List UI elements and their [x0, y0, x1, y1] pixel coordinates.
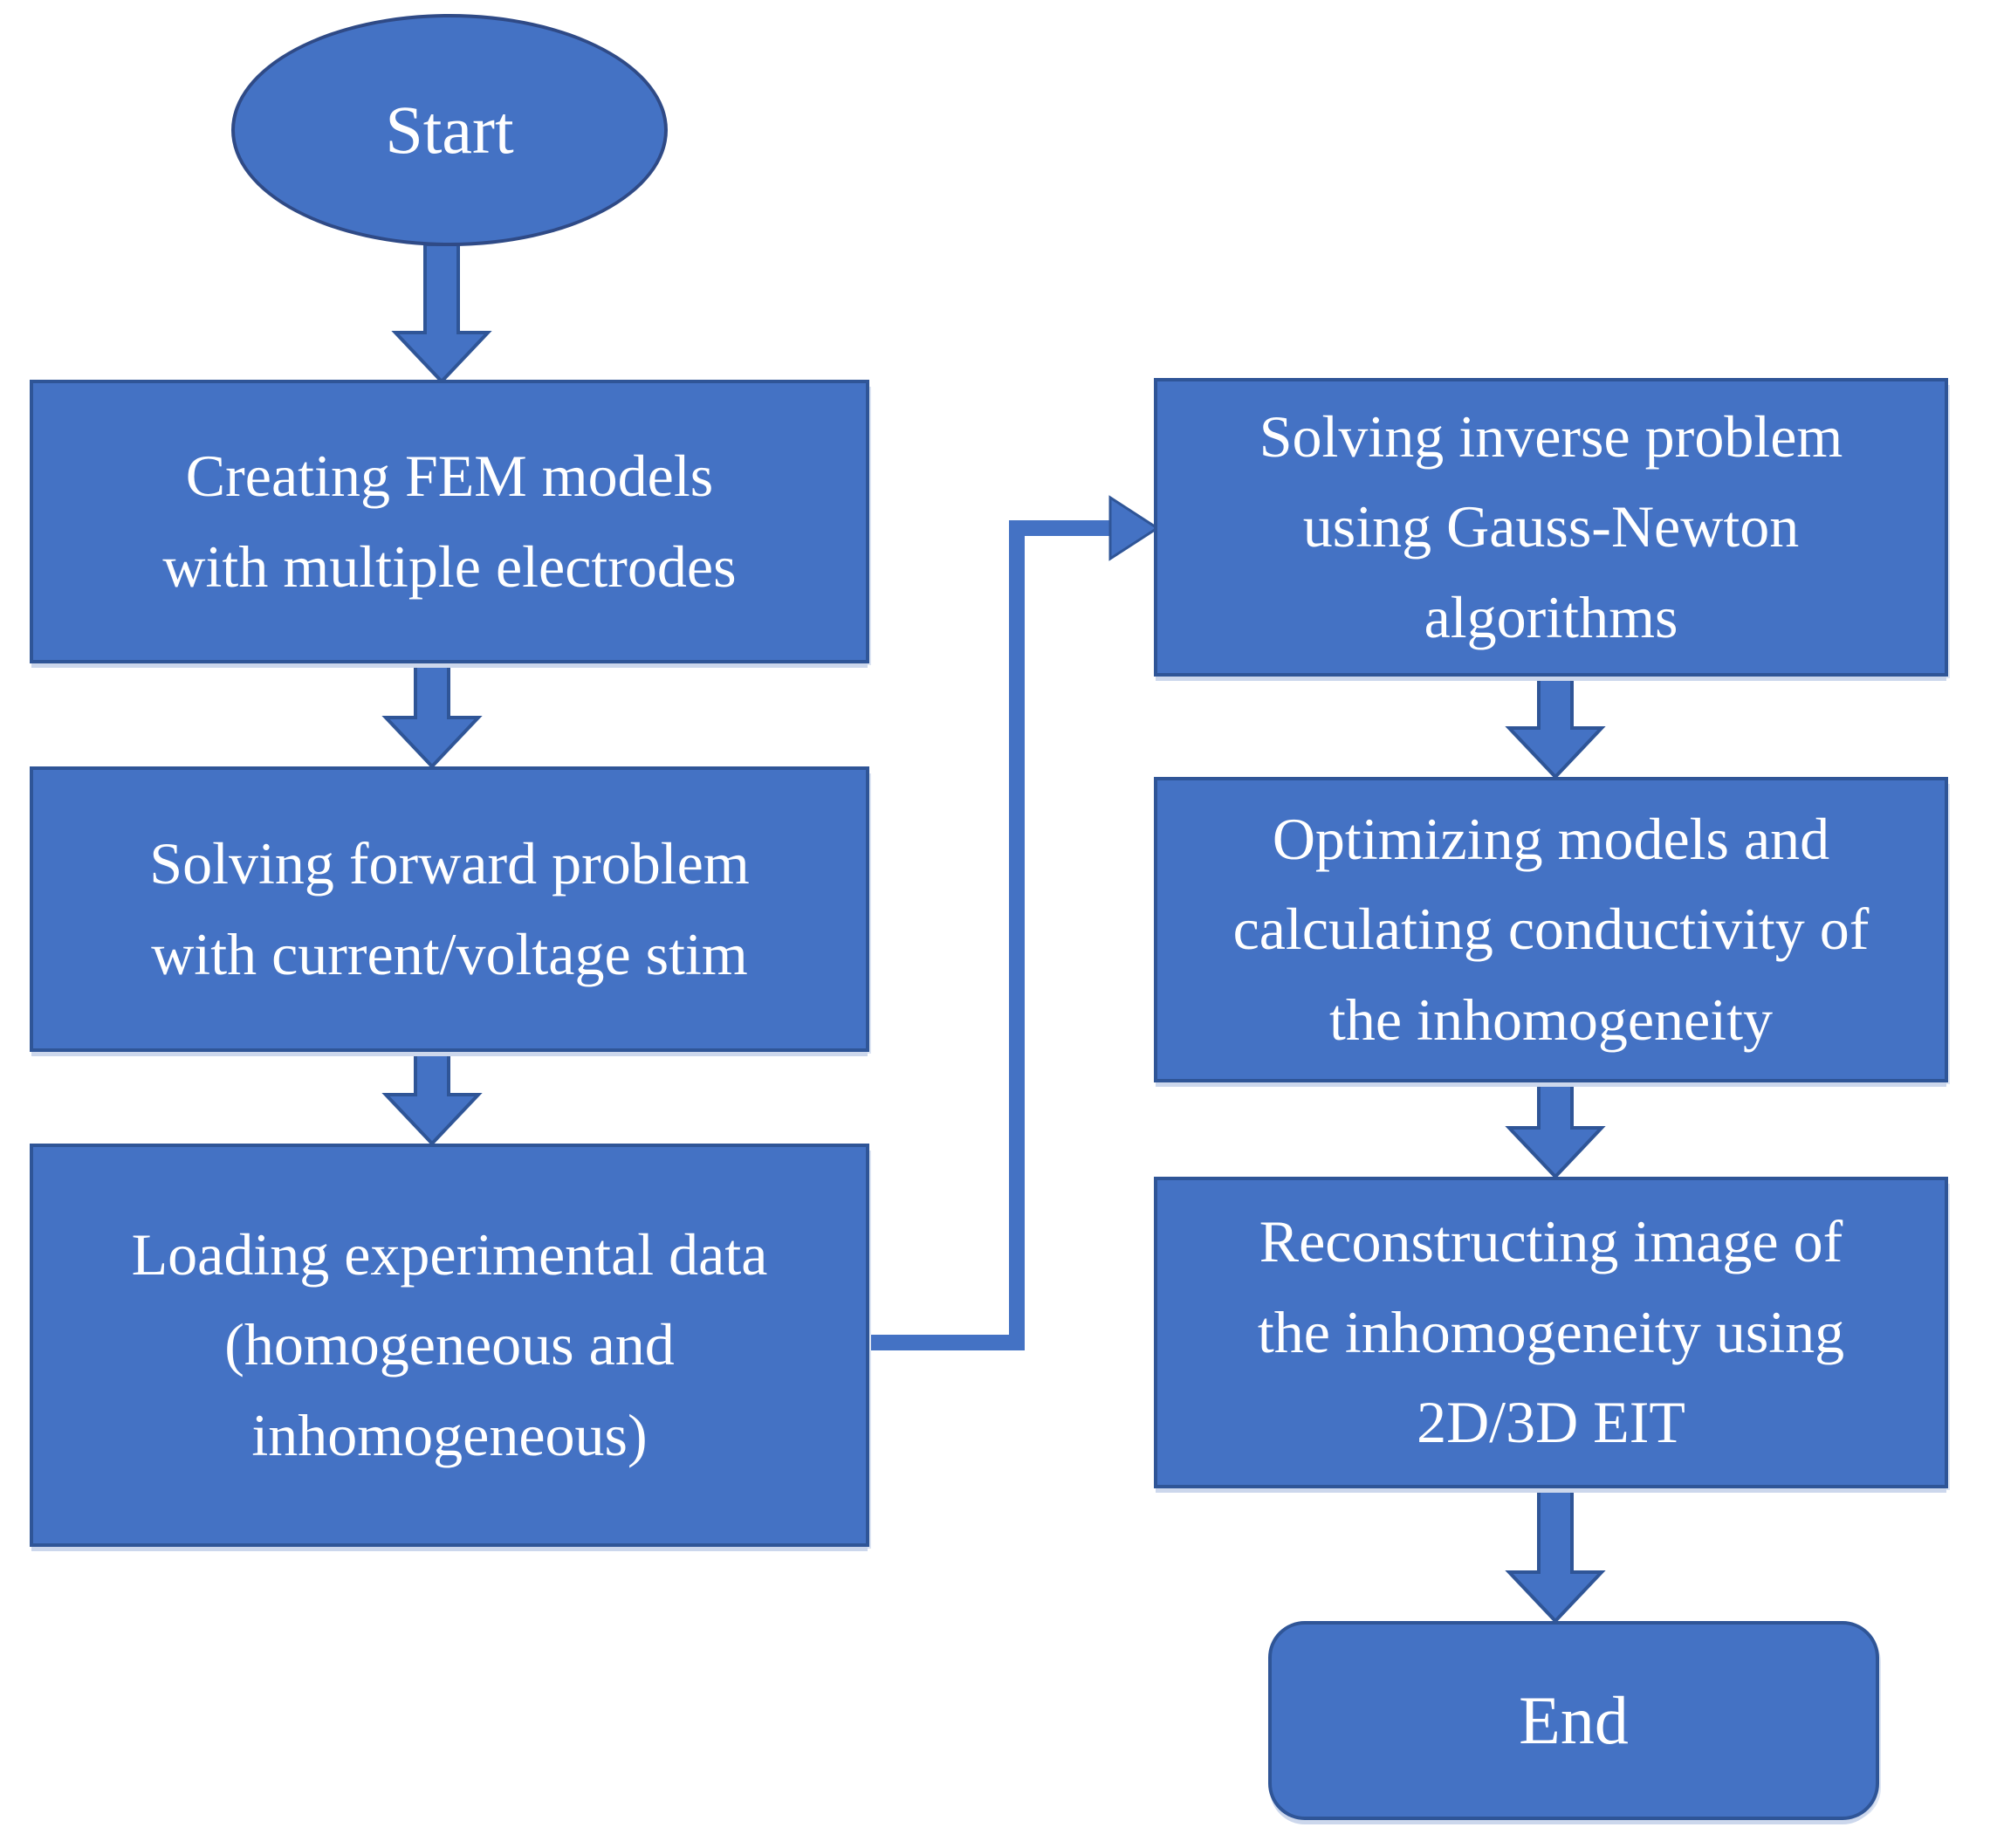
arrow-start-to-creating-fem [391, 243, 492, 384]
end-node-label: End [1519, 1682, 1629, 1759]
arrow-reconstructing-to-end [1505, 1488, 1606, 1624]
node-loading-experimental-data-label: Loading experimental data (homogeneous a… [131, 1220, 768, 1468]
arrow-forward-to-loading [381, 1052, 483, 1146]
node-optimizing-models: Optimizing models and calculating conduc… [1154, 777, 1948, 1082]
node-reconstructing-image: Reconstructing image of the inhomogeneit… [1154, 1177, 1948, 1488]
node-solving-forward-problem-label: Solving forward problem with current/vol… [149, 830, 750, 987]
node-solving-forward-problem: Solving forward problem with current/vol… [30, 766, 869, 1052]
node-solving-inverse-problem-label: Solving inverse problem using Gauss-Newt… [1259, 402, 1843, 650]
arrow-inverse-to-optimizing [1505, 677, 1606, 780]
end-node: End [1268, 1621, 1879, 1820]
node-creating-fem-models: Creating FEM models with multiple electr… [30, 380, 869, 663]
elbow-loading-to-inverse [871, 520, 1115, 1350]
node-creating-fem-models-label: Creating FEM models with multiple electr… [162, 443, 737, 600]
node-reconstructing-image-label: Reconstructing image of the inhomogeneit… [1257, 1208, 1845, 1456]
start-node-label: Start [385, 92, 514, 168]
elbow-arrowhead [1108, 495, 1160, 561]
arrow-optimizing-to-reconstructing [1505, 1082, 1606, 1179]
arrow-creating-fem-to-forward [381, 663, 483, 769]
node-optimizing-models-label: Optimizing models and calculating conduc… [1232, 805, 1870, 1053]
start-node: Start [231, 14, 668, 246]
node-loading-experimental-data: Loading experimental data (homogeneous a… [30, 1144, 869, 1547]
node-solving-inverse-problem: Solving inverse problem using Gauss-Newt… [1154, 378, 1948, 677]
